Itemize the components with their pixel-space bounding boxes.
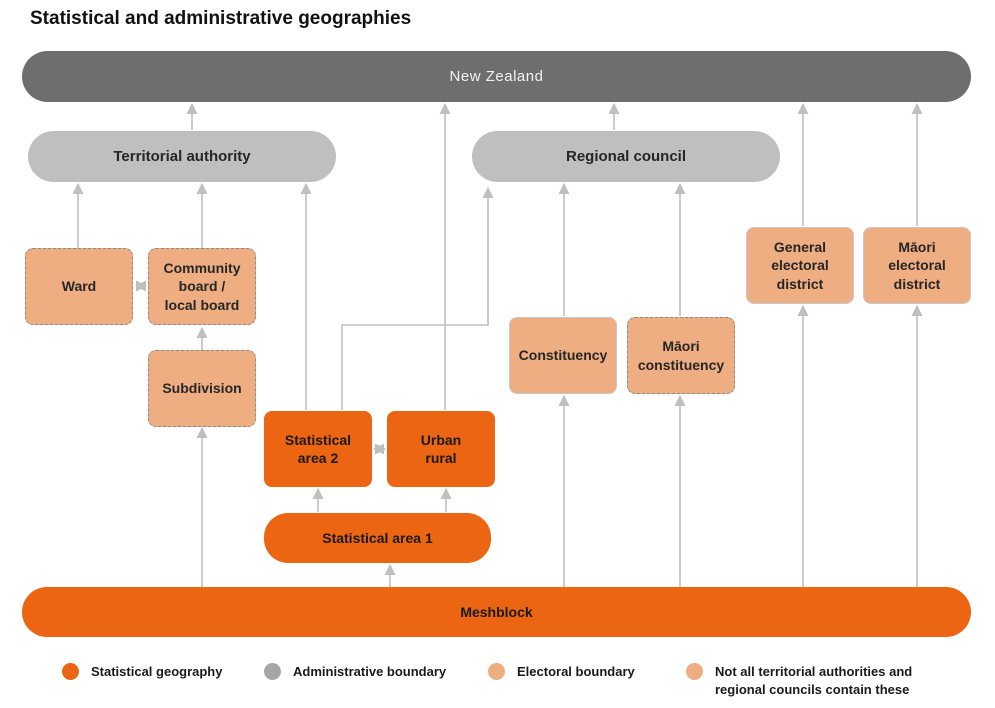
legend-label-electoral: Electoral boundary <box>517 664 635 679</box>
node-general-electoral-district: General electoral district <box>746 227 854 304</box>
legend-swatch-administrative <box>264 663 281 680</box>
legend-item-optional: Not all territorial authorities and regi… <box>686 663 912 698</box>
node-community-board-line-3: local board <box>164 296 240 313</box>
legend-label-statistical: Statistical geography <box>91 664 223 679</box>
node-meshblock: Meshblock <box>22 587 971 637</box>
node-new-zealand-label: New Zealand <box>449 67 544 85</box>
node-statistical-area-2-line-1: Statistical <box>284 431 352 448</box>
node-territorial-authority: Territorial authority <box>28 131 336 182</box>
node-urban-rural-line-1: Urban <box>420 431 462 448</box>
node-statistical-area-1: Statistical area 1 <box>264 513 491 563</box>
node-general-electoral-district-line-3: district <box>776 275 824 292</box>
node-territorial-authority-label: Territorial authority <box>113 147 251 165</box>
legend-item-statistical: Statistical geography <box>62 663 222 681</box>
legend-item-administrative: Administrative boundary <box>264 663 446 681</box>
legend-label-optional-line-2: regional councils contain these <box>715 681 910 697</box>
node-maori-electoral-district-line-2: electoral <box>888 257 946 274</box>
node-subdivision-label: Subdivision <box>162 380 242 397</box>
node-statistical-area-2-line-2: area 2 <box>297 450 339 466</box>
legend-item-electoral: Electoral boundary <box>488 663 635 681</box>
node-subdivision: Subdivision <box>148 350 256 427</box>
node-ward-label: Ward <box>61 278 97 295</box>
node-maori-constituency: Māori constituency <box>627 317 735 394</box>
node-maori-constituency-line-1: Māori <box>662 338 700 355</box>
node-ward: Ward <box>25 248 133 325</box>
node-general-electoral-district-line-2: electoral <box>771 257 829 274</box>
node-meshblock-label: Meshblock <box>460 603 533 620</box>
diagram-title: Statistical and administrative geographi… <box>30 8 412 29</box>
node-statistical-area-2: Statistical area 2 <box>264 411 372 487</box>
legend-swatch-statistical <box>62 663 79 680</box>
legend-label-administrative: Administrative boundary <box>293 664 447 679</box>
legend-swatch-optional <box>686 663 703 680</box>
node-regional-council: Regional council <box>472 131 780 182</box>
node-maori-electoral-district-line-1: Māori <box>898 239 936 256</box>
legend: Statistical geography Administrative bou… <box>0 655 995 705</box>
node-urban-rural: Urban rural <box>387 411 495 487</box>
node-maori-constituency-line-2: constituency <box>637 356 725 373</box>
node-maori-electoral-district-line-3: district <box>893 275 941 292</box>
node-constituency: Constituency <box>509 317 617 394</box>
node-community-board-line-1: Community <box>163 260 241 277</box>
node-constituency-label: Constituency <box>518 347 608 364</box>
node-statistical-area-1-label: Statistical area 1 <box>322 529 433 546</box>
node-maori-electoral-district: Māori electoral district <box>863 227 971 304</box>
node-community-board: Community board / local board <box>148 248 256 325</box>
node-regional-council-label: Regional council <box>565 147 686 165</box>
node-community-board-line-2: board / <box>178 278 226 295</box>
node-general-electoral-district-line-1: General <box>773 239 827 256</box>
node-new-zealand: New Zealand <box>22 51 971 102</box>
legend-swatch-electoral <box>488 663 505 680</box>
legend-label-optional-line-1: Not all territorial authorities and <box>715 664 913 679</box>
node-urban-rural-line-2: rural <box>425 450 457 466</box>
